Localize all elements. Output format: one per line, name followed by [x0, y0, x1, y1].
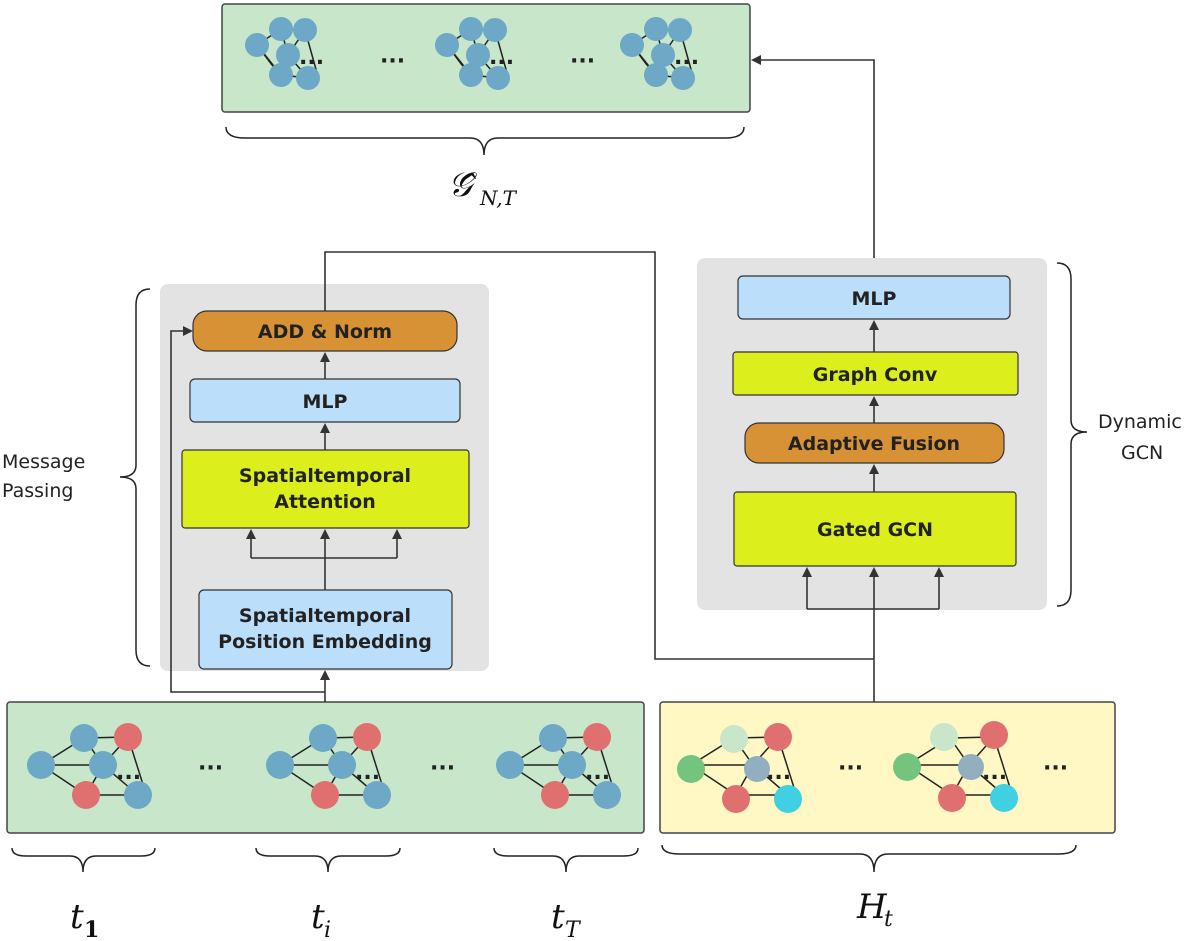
- svg-text:𝒢̂: 𝒢̂: [448, 165, 477, 205]
- input-ellipsis-2: ···: [430, 756, 455, 781]
- message-passing-brace: [119, 288, 151, 667]
- svg-text:T: T: [565, 918, 582, 941]
- label-t1: t 1: [70, 897, 99, 941]
- output-ellipsis-1: ···: [380, 49, 405, 74]
- add-norm-label: ADD & Norm: [258, 321, 392, 343]
- svg-text:t: t: [311, 897, 325, 937]
- gcn-mlp-box: [737, 275, 1011, 320]
- brace-Ht: [661, 844, 1077, 873]
- svg-text:t: t: [884, 907, 893, 932]
- graph-conv-label: Graph Conv: [813, 364, 938, 386]
- hidden-graph-1: [677, 723, 802, 813]
- attention-label-1: Spatialtemporal: [239, 465, 411, 487]
- hidden-graph-2: [893, 721, 1018, 812]
- brace-tT: [493, 847, 639, 873]
- gated-gcn-box: [733, 491, 1017, 567]
- embedding-box: [198, 589, 453, 670]
- message-passing-label-2: Passing: [2, 480, 73, 502]
- svg-text:t: t: [70, 897, 84, 937]
- hidden-ellipsis-2: ···: [1043, 756, 1068, 781]
- brace-ti: [255, 847, 401, 873]
- input-graph-1: [27, 723, 152, 809]
- label-Ht: H t: [856, 887, 893, 932]
- gcn-mlp-label: MLP: [852, 288, 897, 310]
- label-ti: t i: [311, 897, 331, 941]
- message-passing-label-1: Message: [2, 451, 85, 473]
- attention-label-2: Attention: [274, 491, 375, 513]
- dynamic-gcn-label-2: GCN: [1121, 442, 1163, 464]
- input-graph-i: [266, 723, 391, 809]
- arrow-residual: [170, 326, 325, 693]
- mp-mlp-label: MLP: [303, 391, 348, 413]
- output-brace: [225, 126, 745, 156]
- graph-conv-box: [732, 351, 1019, 396]
- dynamic-gcn-label-1: Dynamic: [1098, 411, 1182, 433]
- output-label: 𝒢̂ N,T: [448, 165, 518, 210]
- input-graph-T: [496, 723, 621, 809]
- arrow-gcn-to-output: [751, 55, 875, 258]
- attention-box: [181, 449, 470, 529]
- brace-t1: [11, 847, 156, 873]
- svg-text:N,T: N,T: [479, 186, 518, 210]
- output-ellipsis-2: ···: [570, 49, 595, 74]
- svg-text:H: H: [856, 887, 888, 927]
- embedding-label-1: Spatialtemporal: [239, 605, 411, 627]
- svg-text:i: i: [324, 918, 331, 941]
- arrow-addnorm-to-gcn: [324, 251, 874, 660]
- hidden-ellipsis-1: ···: [838, 756, 863, 781]
- input-ellipsis-1: ···: [198, 756, 223, 781]
- label-tT: t T: [551, 897, 582, 941]
- svg-text:1: 1: [84, 917, 99, 941]
- embedding-label-2: Position Embedding: [218, 631, 432, 653]
- adaptive-fusion-label: Adaptive Fusion: [788, 433, 960, 455]
- svg-text:t: t: [551, 897, 565, 937]
- gated-gcn-label: Gated GCN: [817, 519, 933, 541]
- dynamic-gcn-brace: [1056, 262, 1088, 607]
